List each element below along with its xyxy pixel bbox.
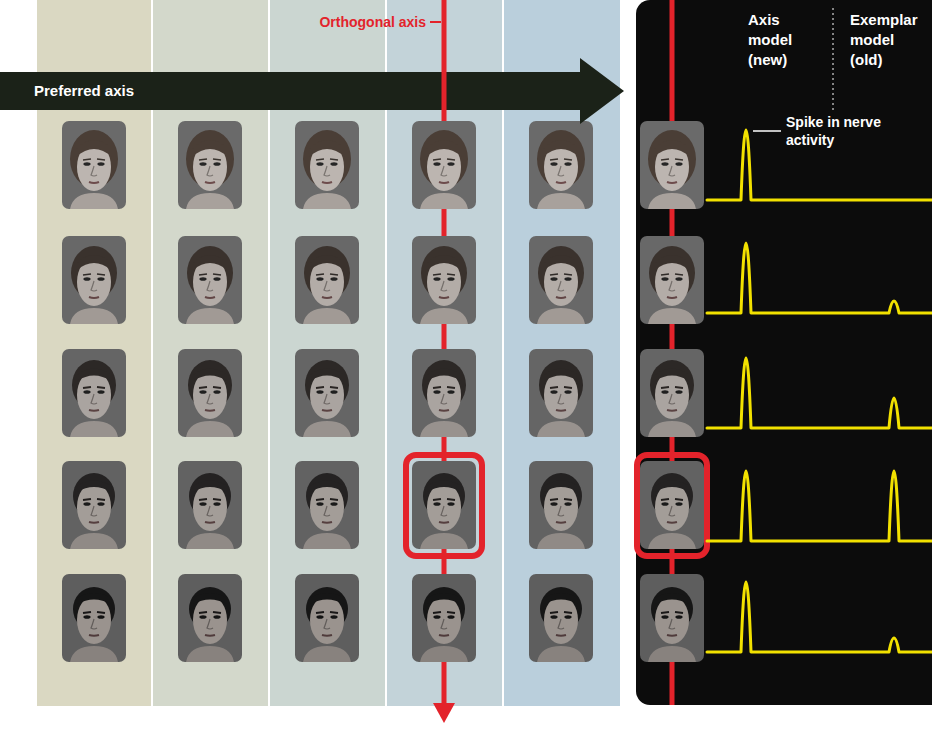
face-image xyxy=(295,236,359,324)
face-image xyxy=(412,461,476,549)
spike-trace xyxy=(707,582,932,652)
callout-label: Spike in nerve activity xyxy=(786,113,894,149)
column-heading: Exemplar model (old) xyxy=(850,10,928,70)
column-heading: Axis model (new) xyxy=(748,10,812,70)
face-image xyxy=(295,461,359,549)
face-image xyxy=(62,461,126,549)
face-image xyxy=(295,349,359,437)
arrow-head xyxy=(433,703,455,723)
face-image xyxy=(412,236,476,324)
face-tiles xyxy=(62,121,593,662)
face-image xyxy=(412,349,476,437)
spike-trace xyxy=(707,358,932,428)
spike-panel-illustration xyxy=(636,0,932,705)
axis-label: Orthogonal axis xyxy=(319,13,426,31)
face-image xyxy=(412,121,476,209)
highlight-frame xyxy=(637,455,707,556)
face-image xyxy=(640,461,704,549)
face-image xyxy=(412,574,476,662)
axis-title: Preferred axis xyxy=(34,81,234,101)
face-image xyxy=(178,574,242,662)
face-image xyxy=(529,349,593,437)
face-image xyxy=(529,461,593,549)
face-image xyxy=(640,574,704,662)
face-image xyxy=(62,574,126,662)
spike-traces xyxy=(707,130,932,652)
face-image xyxy=(640,349,704,437)
face-image xyxy=(640,121,704,209)
highlight-frame xyxy=(406,455,482,556)
face-image xyxy=(62,121,126,209)
face-image xyxy=(295,121,359,209)
face-image xyxy=(295,574,359,662)
face-image xyxy=(529,121,593,209)
axis-line xyxy=(442,72,447,110)
face-image xyxy=(178,121,242,209)
face-image xyxy=(178,461,242,549)
face-image xyxy=(529,236,593,324)
face-image xyxy=(178,236,242,324)
spike-trace xyxy=(707,243,932,313)
face-image xyxy=(62,349,126,437)
face-image xyxy=(178,349,242,437)
arrow-body xyxy=(0,58,624,124)
model-panel: Axis model (new) Exemplar model (old) xyxy=(636,0,932,705)
preferred-axis-arrow: Preferred axis xyxy=(0,55,626,127)
spike-trace xyxy=(707,471,932,541)
face-image xyxy=(640,236,704,324)
divider-line xyxy=(833,8,834,110)
leader-line xyxy=(753,130,781,132)
face-image xyxy=(62,236,126,324)
leader-line xyxy=(430,21,441,23)
face-image xyxy=(529,574,593,662)
